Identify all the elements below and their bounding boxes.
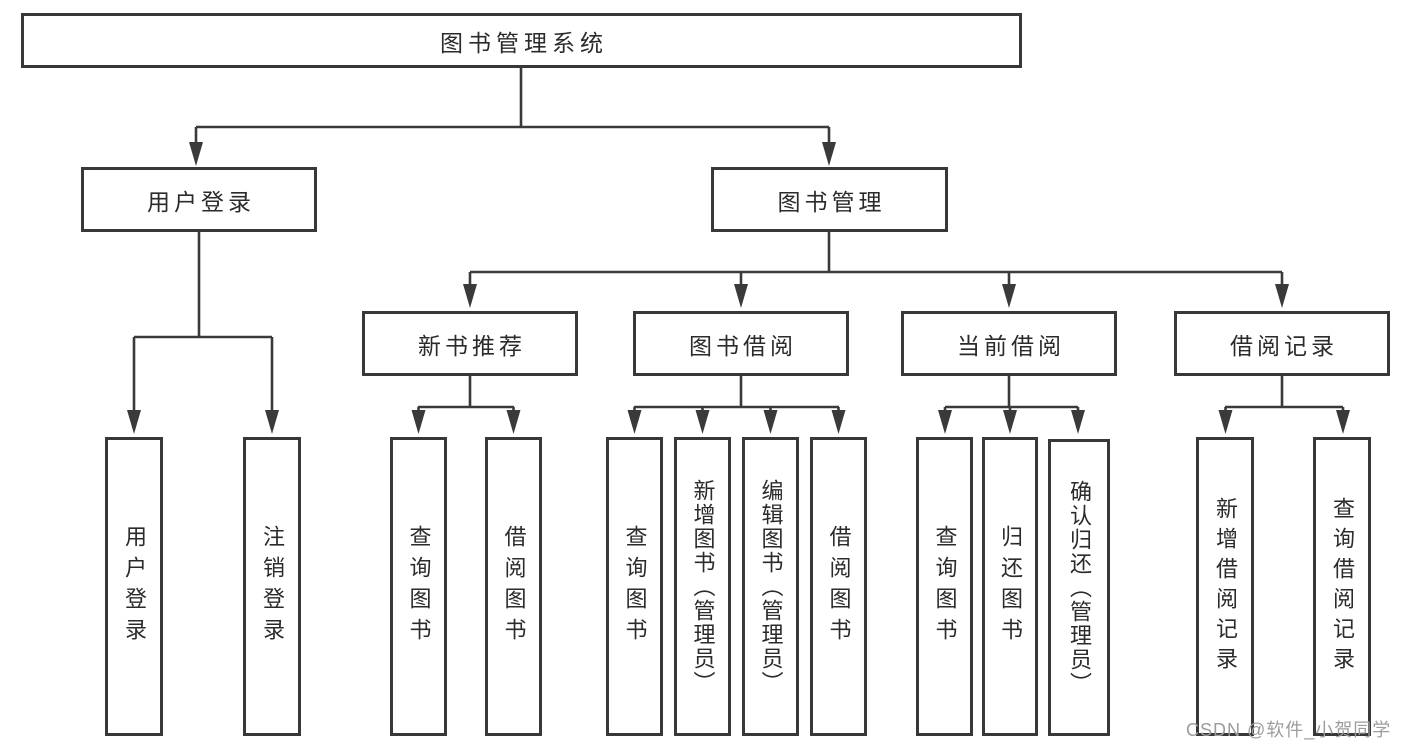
leaf-query-borrow-record: 查询借阅记录 [1313, 437, 1371, 736]
leaf-label: 查询图书 [622, 524, 648, 649]
leaf-label: 注销登录 [260, 524, 285, 649]
node-book-management: 图书管理 [711, 167, 948, 232]
leaf-label: 归还图书 [998, 524, 1023, 649]
node-current-borrow: 当前借阅 [901, 311, 1117, 376]
leaf-borrow-books-borrow: 借阅图书 [810, 437, 867, 736]
leaf-label: 新增图书（管理员） [690, 478, 716, 695]
node-user-login: 用户登录 [81, 167, 317, 232]
leaf-logout: 注销登录 [243, 437, 301, 736]
connector-bookborrow-to-leaves [627, 376, 846, 434]
node-new-book-recommend: 新书推荐 [362, 311, 578, 376]
leaf-label: 借阅图书 [826, 524, 852, 649]
node-library-management-system: 图书管理系统 [21, 13, 1022, 68]
node-label: 当前借阅 [957, 332, 1065, 359]
leaf-label: 确认归还（管理员） [1067, 479, 1092, 696]
node-label: 图书管理 [777, 188, 886, 215]
connector-borrowrecords-to-leaves [1218, 376, 1350, 434]
leaf-label: 编辑图书（管理员） [758, 478, 784, 695]
leaf-label: 新增借阅记录 [1213, 496, 1238, 677]
node-borrow-records: 借阅记录 [1174, 311, 1390, 376]
watermark-text: CSDN @软件_小贺同学 [1186, 720, 1392, 740]
connector-userlogin-to-leaves [127, 232, 279, 434]
connector-bookmgmt-to-level3 [463, 232, 1289, 308]
leaf-label: 查询借阅记录 [1330, 496, 1355, 677]
leaf-query-books-borrow: 查询图书 [606, 437, 663, 736]
leaf-confirm-return-admin: 确认归还（管理员） [1048, 439, 1110, 736]
leaf-label: 查询图书 [932, 524, 958, 649]
node-label: 图书借阅 [689, 332, 797, 359]
node-book-borrow: 图书借阅 [633, 311, 849, 376]
node-label: 新书推荐 [418, 332, 526, 359]
leaf-query-books-current: 查询图书 [916, 437, 973, 736]
node-label: 借阅记录 [1230, 332, 1338, 359]
connector-newbook-to-leaves [411, 376, 521, 434]
node-label: 用户登录 [147, 188, 255, 215]
leaf-borrow-books-recommend: 借阅图书 [485, 437, 542, 736]
leaf-label: 用户登录 [122, 524, 147, 649]
node-label: 图书管理系统 [440, 29, 608, 56]
leaf-label: 借阅图书 [501, 524, 527, 649]
leaf-add-book-admin: 新增图书（管理员） [674, 437, 731, 736]
leaf-edit-book-admin: 编辑图书（管理员） [742, 437, 799, 736]
leaf-label: 查询图书 [406, 524, 432, 649]
leaf-return-book: 归还图书 [982, 437, 1038, 736]
leaf-add-borrow-record: 新增借阅记录 [1196, 437, 1254, 736]
leaf-user-login: 用户登录 [105, 437, 163, 736]
connector-root-to-level2 [189, 68, 836, 166]
leaf-query-books-recommend: 查询图书 [390, 437, 447, 736]
connector-currentborrow-to-leaves [938, 376, 1085, 434]
